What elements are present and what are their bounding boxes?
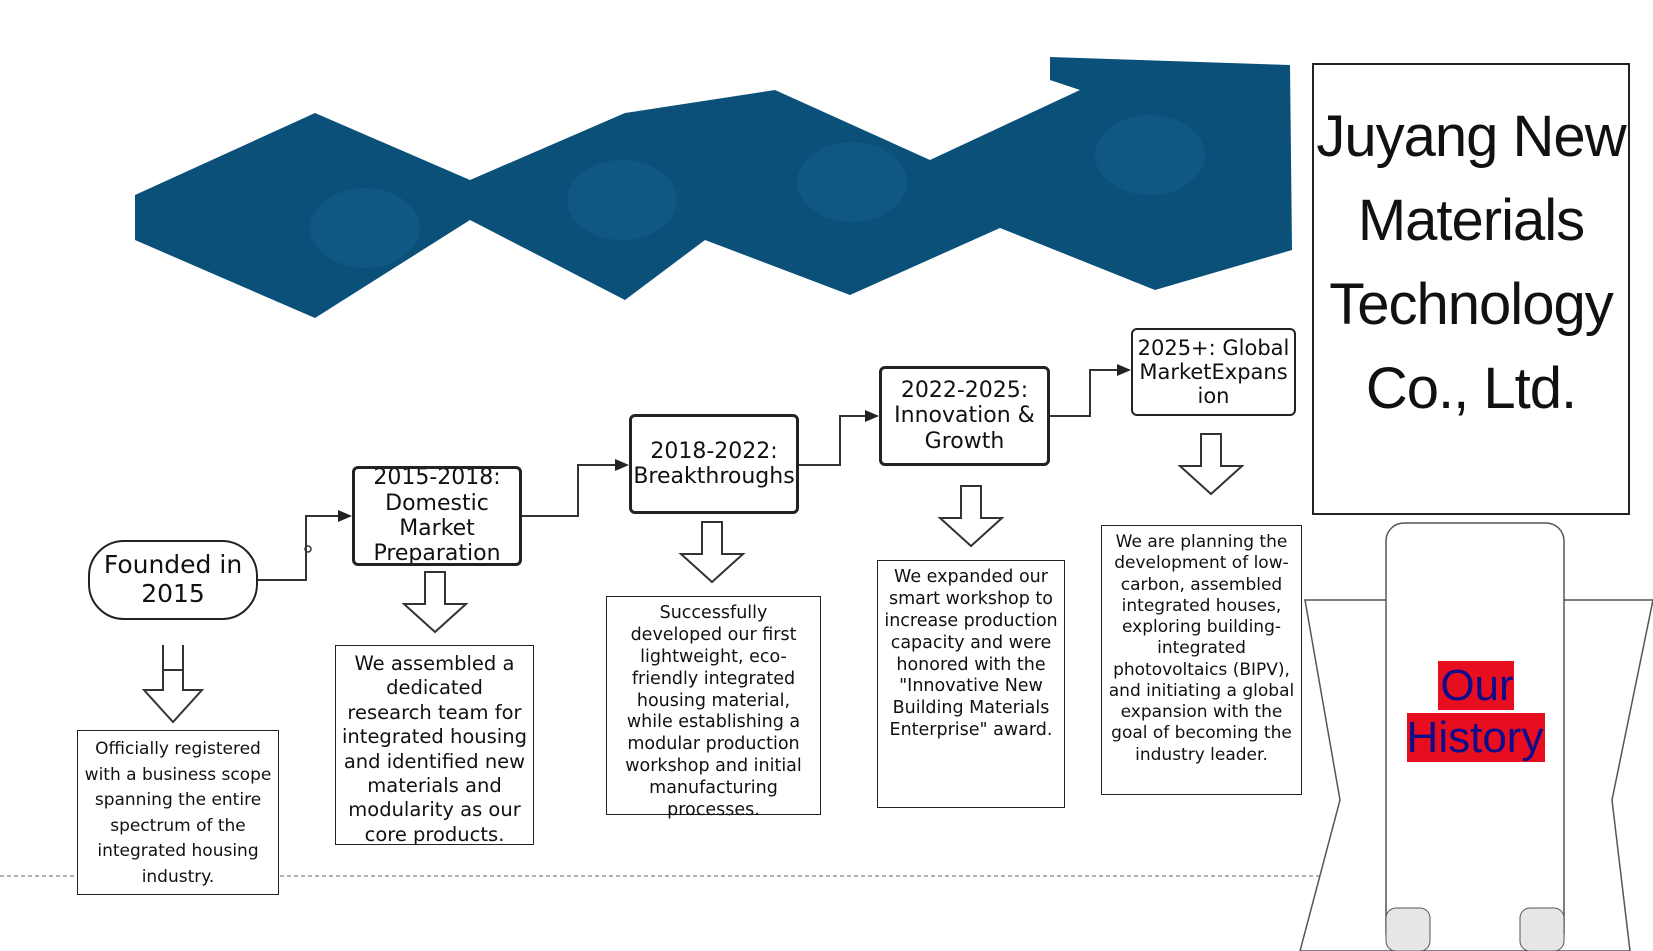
history-label: Our History xyxy=(1396,660,1556,764)
description-2025-plus: We are planning the development of low-c… xyxy=(1101,525,1302,795)
description-founded: Officially registered with a business sc… xyxy=(77,730,279,895)
history-label-text: Our History xyxy=(1406,661,1546,762)
stage-2018-2022: 2018-2022: Breakthroughs xyxy=(629,414,799,514)
description-2015-2018: We assembled a dedicated research team f… xyxy=(335,645,534,846)
zigzag-ribbon xyxy=(135,57,1292,318)
down-arrow-icon xyxy=(678,521,746,584)
company-title-text: Juyang New Materials Technology Co., Ltd… xyxy=(1316,104,1626,421)
down-arrow-icon xyxy=(401,571,469,634)
stage-founded: Founded in 2015 xyxy=(88,540,258,620)
description-2022-2025: We expanded our smart workshop to increa… xyxy=(877,560,1065,808)
down-arrow-icon xyxy=(1177,433,1245,496)
stage-label: 2022-2025: Innovation & Growth xyxy=(894,378,1035,454)
stage-2015-2018: 2015-2018: Domestic Market Preparation xyxy=(352,466,522,566)
stage-label: 2025+: GlobalMarketExpansion xyxy=(1137,335,1290,409)
stage-2022-2025: 2022-2025: Innovation & Growth xyxy=(879,366,1050,466)
stage-label: Founded in 2015 xyxy=(103,550,243,608)
stage-label: 2018-2022: Breakthroughs xyxy=(633,438,795,489)
company-title: Juyang New Materials Technology Co., Ltd… xyxy=(1312,63,1630,515)
stage-label: 2015-2018: Domestic Market Preparation xyxy=(373,466,501,566)
description-2018-2022: Successfully developed our first lightwe… xyxy=(606,596,821,820)
down-arrow-icon xyxy=(937,485,1005,548)
down-arrow-icon xyxy=(141,669,205,724)
stage-2025-plus: 2025+: GlobalMarketExpansion xyxy=(1131,328,1296,416)
